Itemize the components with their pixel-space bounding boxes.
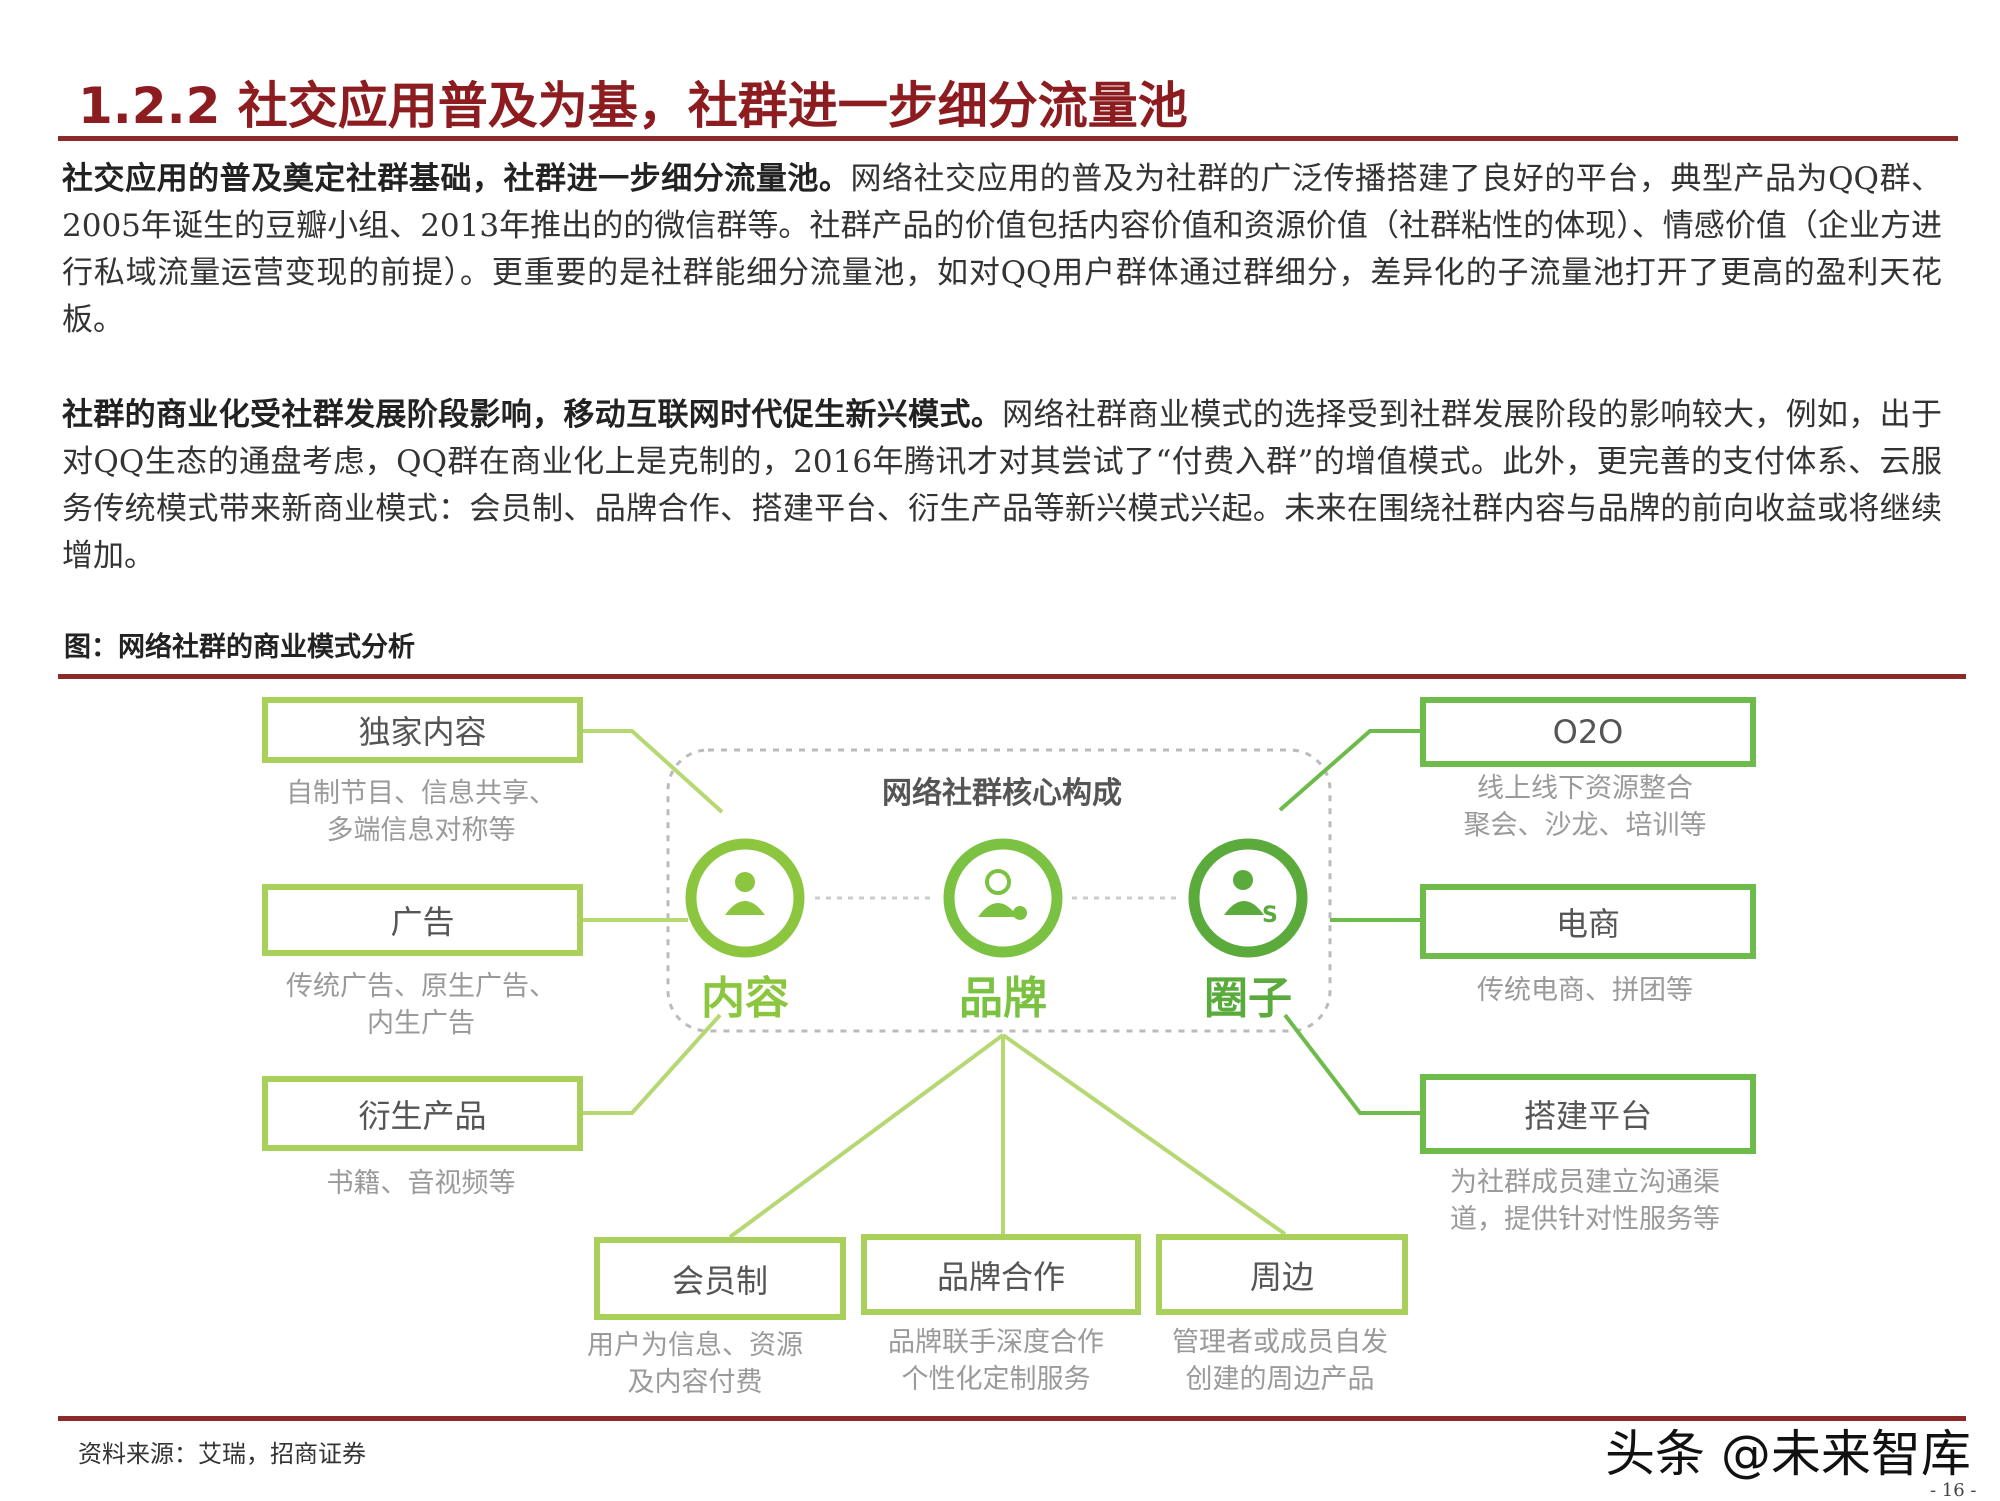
figure-top-rule	[58, 674, 1966, 679]
paragraph-lead: 社交应用的普及奠定社群基础，社群进一步细分流量池。	[62, 161, 851, 197]
model-desc: 品牌联手深度合作个性化定制服务	[888, 1327, 1104, 1395]
person-badge-icon	[943, 838, 1063, 958]
connector-line	[583, 1013, 722, 1115]
model-desc: 传统电商、拼团等	[1477, 975, 1693, 1006]
model-box-merchandise: 周边	[1156, 1234, 1408, 1315]
model-desc: 自制节目、信息共享、多端信息对称等	[286, 778, 556, 846]
model-box-platform: 搭建平台	[1420, 1074, 1756, 1154]
model-desc: 传统广告、原生广告、内生广告	[286, 971, 556, 1039]
model-box-derivatives: 衍生产品	[262, 1076, 583, 1151]
page-number: - 16 -	[1930, 1480, 1977, 1501]
connector-line	[1001, 1033, 1287, 1236]
paragraph-2: 社群的商业化受社群发展阶段影响，移动互联网时代促生新兴模式。网络社群商业模式的选…	[62, 392, 1942, 580]
model-box-membership: 会员制	[594, 1237, 846, 1320]
person-money-icon: S	[1188, 838, 1308, 958]
figure-caption: 图：网络社群的商业模式分析	[64, 632, 415, 663]
connector-line	[1283, 1013, 1420, 1115]
model-box-ads: 广告	[262, 884, 583, 956]
paragraph-1: 社交应用的普及奠定社群基础，社群进一步细分流量池。网络社交应用的普及为社群的广泛…	[62, 156, 1942, 344]
person-chat-icon	[685, 838, 805, 958]
paragraph-body: 网络社交应用的普及为社群的广泛传播搭建了良好的平台，典型产品为QQ群、2005年…	[62, 161, 1942, 338]
connector-line	[583, 729, 724, 814]
core-label-circle: 圈子	[1204, 973, 1292, 1024]
connector-line	[728, 1033, 1005, 1239]
model-desc: 线上线下资源整合聚会、沙龙、培训等	[1463, 773, 1707, 841]
paragraph-body: 网络社群商业模式的选择受到社群发展阶段的影响较大，例如，出于对QQ生态的通盘考虑…	[62, 397, 1942, 574]
core-label-brand: 品牌	[959, 973, 1047, 1024]
section-title: 1.2.2 社交应用普及为基，社群进一步细分流量池	[78, 77, 1188, 135]
core-title: 网络社群核心构成	[882, 776, 1122, 811]
title-divider	[58, 136, 1958, 141]
core-label-content: 内容	[701, 973, 789, 1024]
model-box-o2o: O2O	[1420, 697, 1756, 767]
svg-text:S: S	[1262, 903, 1278, 928]
model-desc: 用户为信息、资源及内容付费	[587, 1330, 803, 1398]
paragraph-lead: 社群的商业化受社群发展阶段影响，移动互联网时代促生新兴模式。	[62, 397, 1003, 433]
model-desc: 书籍、音视频等	[326, 1168, 516, 1199]
model-desc: 为社群成员建立沟通渠道，提供针对性服务等	[1450, 1167, 1720, 1235]
watermark: 头条 @未来智库	[1605, 1425, 1971, 1483]
model-desc: 管理者或成员自发创建的周边产品	[1172, 1327, 1388, 1395]
source-note: 资料来源：艾瑞，招商证券	[78, 1440, 366, 1468]
connector-line	[1278, 729, 1420, 812]
model-box-exclusive-content: 独家内容	[262, 697, 583, 763]
model-box-brand-cooperation: 品牌合作	[861, 1234, 1141, 1315]
core-dashed-frame	[666, 748, 1332, 1033]
figure-bottom-rule	[58, 1416, 1966, 1421]
model-box-ecommerce: 电商	[1420, 884, 1756, 959]
